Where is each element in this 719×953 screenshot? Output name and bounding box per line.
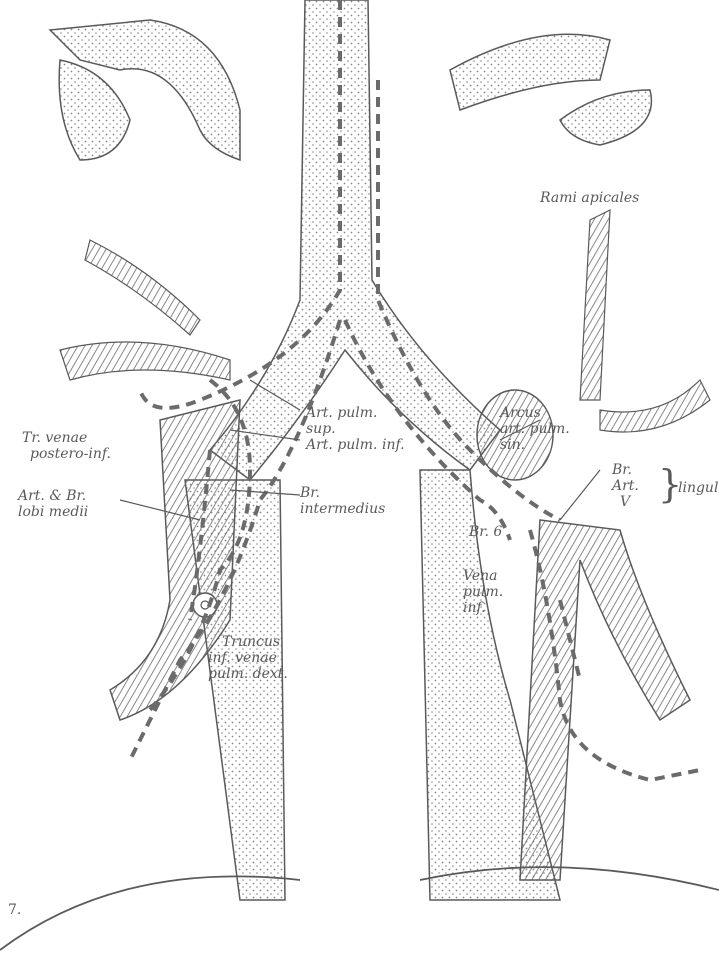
label-vena-line3: inf. — [463, 600, 503, 616]
label-vena-line2: pulm. — [463, 584, 503, 600]
label-truncus-line2: inf. venae — [208, 650, 288, 666]
upper-left-lobe — [59, 60, 130, 160]
label-arcus-line2: art. pulm. — [500, 421, 570, 437]
label-tr-venae-line2: postero-inf. — [22, 446, 111, 462]
left-upper-branches — [60, 342, 230, 380]
label-tr-venae: Tr. venae postero-inf. — [22, 430, 111, 462]
label-truncus-line1: Truncus — [208, 634, 288, 650]
label-truncus-line3: pulm. dext. — [208, 666, 288, 682]
label-br-intermedius-line1: Br. — [300, 485, 385, 501]
left-upper-branch-2 — [85, 240, 200, 335]
label-br-art-v-line1: Br. — [612, 462, 639, 478]
label-art-pulm-inf: Art. pulm. inf. — [306, 437, 405, 453]
label-br-art-v-line2: Art. — [612, 478, 639, 494]
label-art-br-line2: lobi medii — [18, 504, 88, 520]
right-pulmonary-artery — [520, 520, 690, 880]
label-art-pulm-sup-line1: Art. pulm. — [306, 405, 378, 421]
label-br6: Br. 6 — [469, 524, 502, 540]
label-br-art-v: Br. Art. V — [612, 462, 639, 510]
label-art-pulm-sup: Art. pulm. sup. — [306, 405, 378, 437]
label-br-art-v-line3: V — [612, 494, 639, 510]
label-arcus-line3: sin. — [500, 437, 570, 453]
right-branch-2 — [600, 380, 710, 432]
right-upper-branch — [580, 210, 610, 400]
label-vena-pulm-inf: Vena pulm. inf. — [463, 568, 503, 616]
label-br-intermedius-line2: intermedius — [300, 501, 385, 517]
label-corner-mark: 7. — [8, 902, 21, 918]
label-art-br-line1: Art. & Br. — [18, 488, 88, 504]
label-art-pulm-sup-line2: sup. — [306, 421, 378, 437]
label-lingulae: lingulae — [678, 480, 719, 496]
label-br-intermedius: Br. intermedius — [300, 485, 385, 517]
upper-right-vessel — [450, 34, 610, 110]
label-art-br-lobi-medii: Art. & Br. lobi medii — [18, 488, 88, 520]
label-rami-apicales: Rami apicales — [540, 190, 639, 206]
label-vena-line1: Vena — [463, 568, 503, 584]
label-arcus: Arcus art. pulm. sin. — [500, 405, 570, 453]
upper-right-lobe — [560, 90, 651, 145]
label-arcus-line1: Arcus — [500, 405, 570, 421]
label-truncus: Truncus inf. venae pulm. dext. — [208, 634, 288, 682]
label-tr-venae-line1: Tr. venae — [22, 430, 111, 446]
